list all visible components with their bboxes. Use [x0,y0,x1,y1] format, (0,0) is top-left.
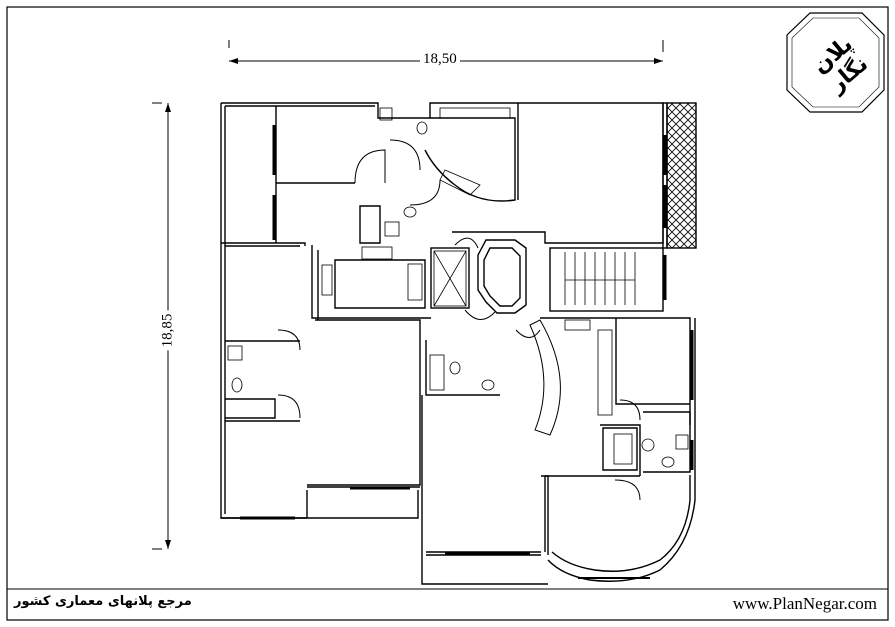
sheet-border [6,6,889,621]
octagon-logo-icon [786,12,885,113]
stair-treads [564,252,636,305]
logo-badge [786,12,885,113]
website-link[interactable]: www.PlanNegar.com [732,594,877,613]
door-swings [277,139,641,501]
height-dimension-label: 18,85 [159,310,176,351]
windows [240,125,694,579]
fixtures [227,107,689,468]
building-walls [220,102,697,585]
footer-caption: مرجع پلانهای معماری کشور [14,594,192,609]
width-dimension-label: 18,50 [420,52,460,67]
